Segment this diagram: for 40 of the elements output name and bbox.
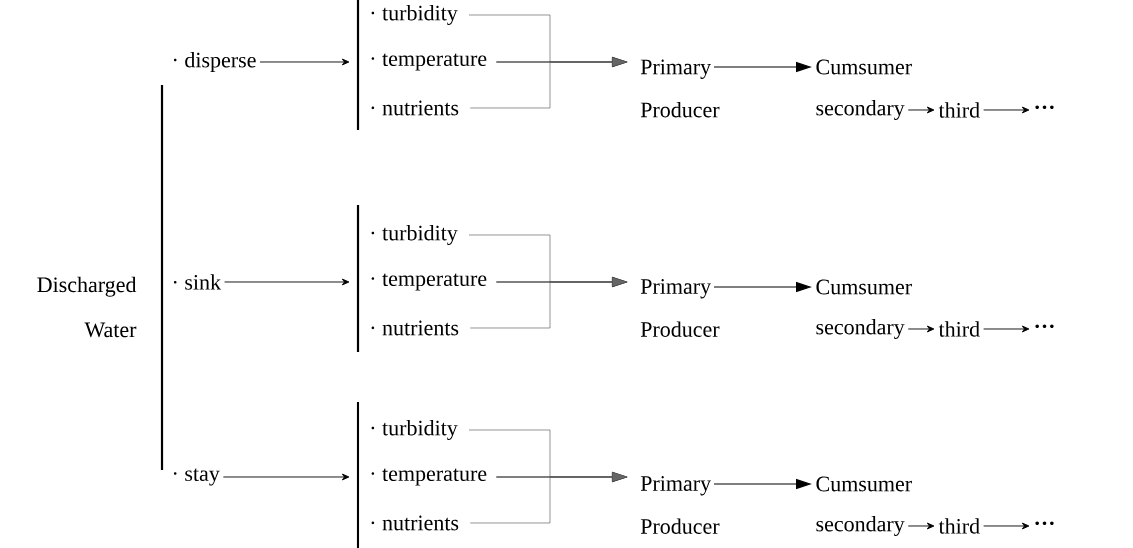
trophic-label: Cumsumer [816, 59, 912, 75]
arrow [224, 278, 350, 286]
factor-label: · temperature [371, 273, 487, 291]
trophic-label: Primary Producer [640, 279, 720, 337]
trophic-label: secondary [816, 100, 905, 120]
factor-label: · turbidity [371, 420, 458, 440]
arrow [983, 325, 1030, 333]
arrow [983, 522, 1030, 530]
factor-label: · turbidity [371, 5, 458, 25]
factor-label: · temperature [371, 468, 487, 486]
branch-label: · sink [173, 274, 222, 290]
ellipsis: ··· [1035, 521, 1054, 526]
arrow [469, 277, 628, 329]
arrow [259, 58, 350, 66]
trophic-label: secondary [816, 516, 905, 536]
arrow [469, 472, 628, 524]
factor-label: · nutrients [371, 515, 459, 531]
trophic-label: secondary [816, 319, 905, 339]
trophic-label: Cumsumer [816, 476, 912, 492]
arrow [983, 106, 1030, 114]
factor-label: · nutrients [371, 320, 459, 336]
arrow [222, 473, 350, 481]
trophic-label: third [938, 518, 980, 534]
arrow [907, 325, 935, 333]
factor-label: · nutrients [371, 100, 459, 116]
factor-label: · turbidity [371, 225, 458, 245]
source-label: Discharged Water [37, 276, 137, 338]
arrow [907, 106, 935, 114]
branch-label: · disperse [173, 52, 256, 72]
trophic-label: third [938, 321, 980, 337]
ellipsis: ··· [1035, 324, 1054, 329]
arrow [907, 522, 935, 530]
trophic-label: Cumsumer [816, 279, 912, 295]
arrow [469, 57, 628, 109]
factor-label: · temperature [371, 53, 487, 71]
trophic-label: Primary Producer [640, 59, 720, 118]
trophic-label: Primary Producer [640, 476, 720, 534]
trophic-label: third [938, 102, 980, 118]
ellipsis: ··· [1035, 105, 1054, 110]
branch-label: · stay [173, 468, 220, 486]
